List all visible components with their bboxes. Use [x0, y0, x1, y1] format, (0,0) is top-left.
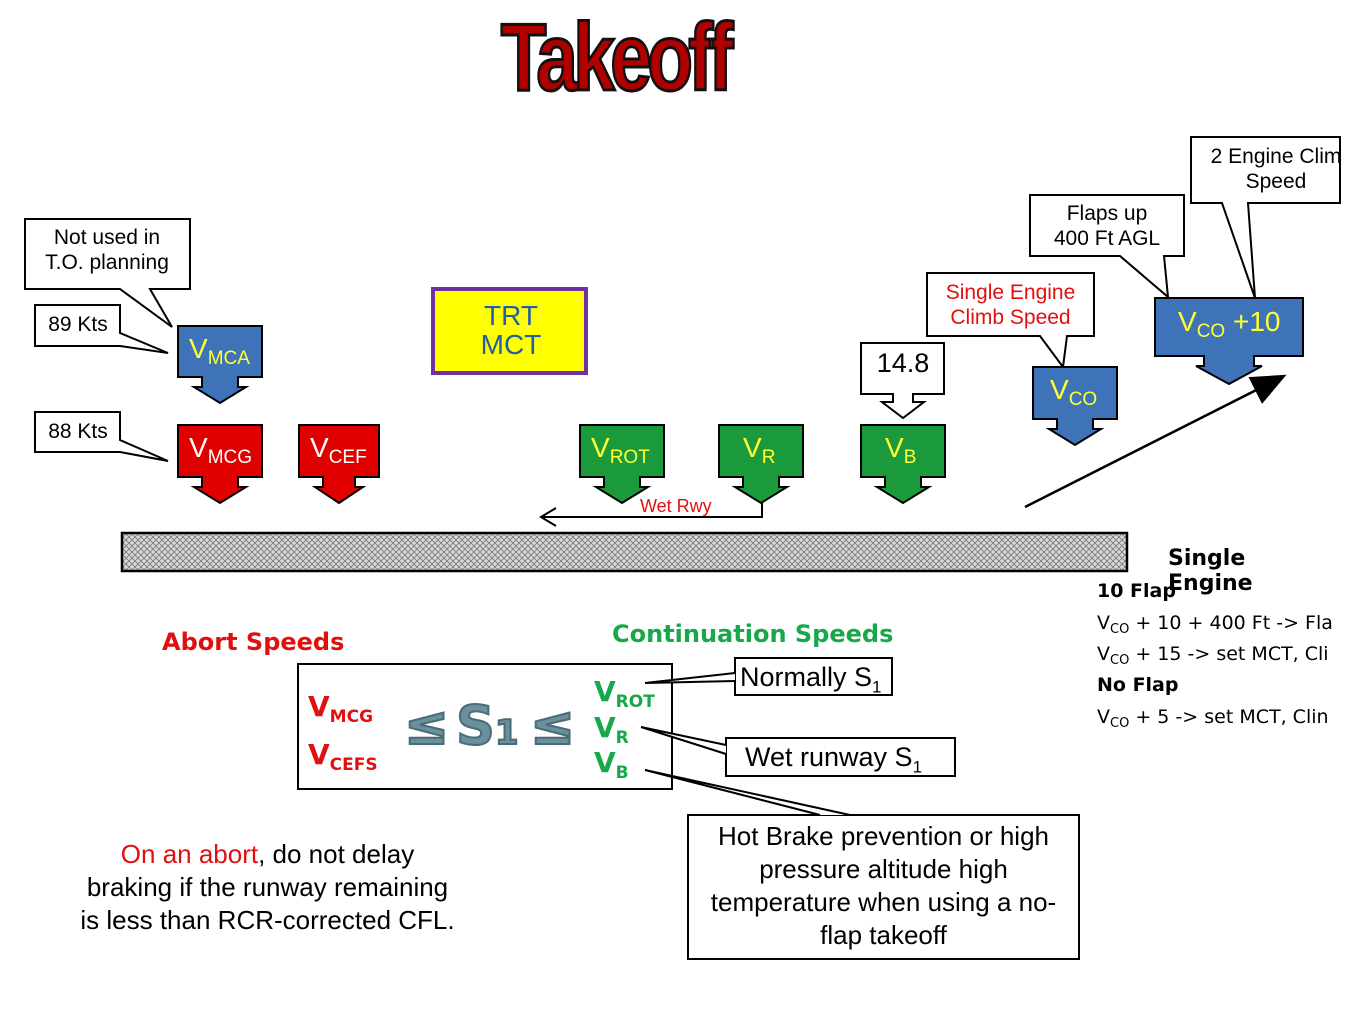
- not-used-callout: [24, 218, 191, 328]
- hot-brake-pointer: [644, 769, 851, 816]
- continuation-speeds-heading: Continuation Speeds: [612, 620, 894, 648]
- se-line-1: VCO + 10 + 400 Ft -> Fla: [1097, 612, 1333, 637]
- vb-arrow-box: [860, 424, 946, 505]
- vco-arrow-box: [1032, 366, 1118, 447]
- wet-rwy-label: Wet Rwy: [640, 496, 712, 516]
- flap10-heading: 10 Flap: [1097, 580, 1176, 602]
- val148-label: 14.8: [876, 348, 930, 378]
- kts88-callout: [34, 411, 169, 462]
- leq-symbol-1: ≤: [403, 693, 450, 758]
- vco10-arrow-box: [1154, 297, 1304, 386]
- vmcg-label: VMCG: [189, 432, 253, 469]
- vrot-formula: VROT: [594, 675, 655, 712]
- kts88-label: 88 Kts: [48, 420, 108, 443]
- vmca-label: VMCA: [189, 333, 250, 370]
- vcef-arrow-box: [298, 424, 380, 505]
- single-engine-heading: Single Engine: [1168, 546, 1253, 596]
- trt-mct-box: [431, 287, 588, 375]
- hot-brake-label: Hot Brake prevention or high pressure al…: [710, 821, 1057, 950]
- speeds-formula-box: [297, 663, 673, 790]
- runway: [120, 531, 1129, 573]
- kts89-callout: [34, 304, 169, 354]
- kts89-label: 89 Kts: [48, 313, 108, 336]
- vco10-label: VCO +10: [1178, 306, 1281, 343]
- vb-formula: VB: [594, 746, 629, 783]
- vmca-arrow-box: [177, 325, 263, 405]
- noflap-heading: No Flap: [1097, 674, 1179, 696]
- climb-arrow: [1024, 374, 1287, 509]
- vcefs-formula: VCEFS: [308, 738, 378, 775]
- abort-note: On an abort, do not delay braking if the…: [80, 839, 455, 935]
- wet-runway-s1-callout: [725, 737, 956, 777]
- val148-callout: [860, 342, 945, 420]
- vr-formula: VR: [594, 711, 629, 748]
- hot-brake-callout: [687, 814, 1080, 960]
- se-line-2: VCO + 15 -> set MCT, Cli: [1097, 643, 1329, 668]
- se-line-3: VCO + 5 -> set MCT, Clin: [1097, 706, 1329, 731]
- leq-symbol-2: ≤: [529, 693, 576, 758]
- single-engine-climb-callout: [926, 272, 1095, 370]
- wet-runway-s1-label: Wet runway S1: [745, 742, 923, 777]
- vco-label: VCO: [1050, 374, 1098, 411]
- two-engine-climb-callout: [1190, 136, 1341, 299]
- vb-label: VB: [885, 432, 917, 469]
- vcef-label: VCEF: [310, 432, 367, 469]
- flaps-up-callout: [1029, 194, 1185, 300]
- normally-s1-callout: [734, 657, 893, 696]
- s1-symbol: S1: [455, 693, 520, 758]
- abort-speeds-heading: Abort Speeds: [162, 628, 345, 656]
- page-title: Takeoff: [500, 4, 735, 111]
- wet-runway-s1-pointer: [640, 726, 727, 755]
- normally-s1-label: Normally S1: [740, 662, 882, 697]
- vmcg-formula: VMCG: [308, 690, 374, 727]
- normally-s1-pointer: [644, 672, 736, 684]
- vrot-label: VROT: [591, 432, 650, 469]
- wet-rwy-arrow: [543, 503, 763, 518]
- vr-arrow-box: [718, 424, 804, 505]
- vrot-arrow-box: [579, 424, 665, 505]
- vr-label: VR: [743, 432, 776, 469]
- vmcg-arrow-box: [177, 424, 263, 505]
- wet-rwy-arrowhead: [539, 507, 557, 527]
